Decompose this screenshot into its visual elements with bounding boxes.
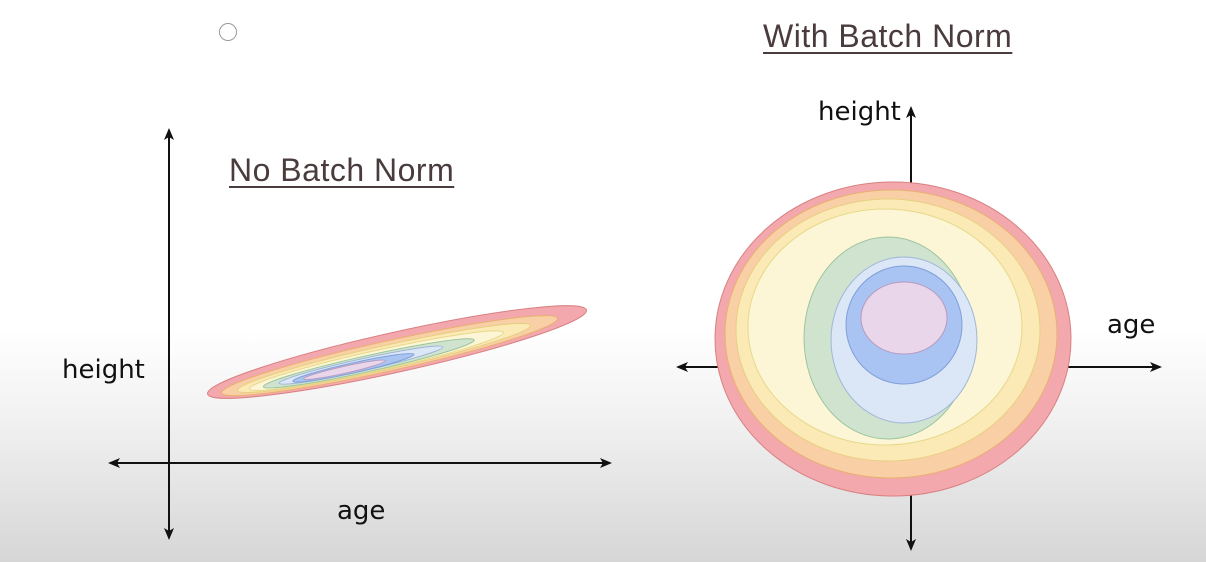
right-contour-group [714,181,1072,497]
right-panel-title: With Batch Norm [763,18,1013,54]
right-y-axis-label: height [818,97,901,127]
left-x-axis-label: age [337,496,386,526]
left-contour-ring-8 [303,359,387,380]
right-contour-ring-8 [860,281,948,355]
left-contour-group [207,305,587,399]
right-x-axis-label: age [1107,310,1156,340]
left-axes [108,128,612,540]
radio-circle-icon[interactable] [219,23,237,41]
left-panel-title: No Batch Norm [229,152,455,188]
left-y-axis-label: height [62,355,145,385]
